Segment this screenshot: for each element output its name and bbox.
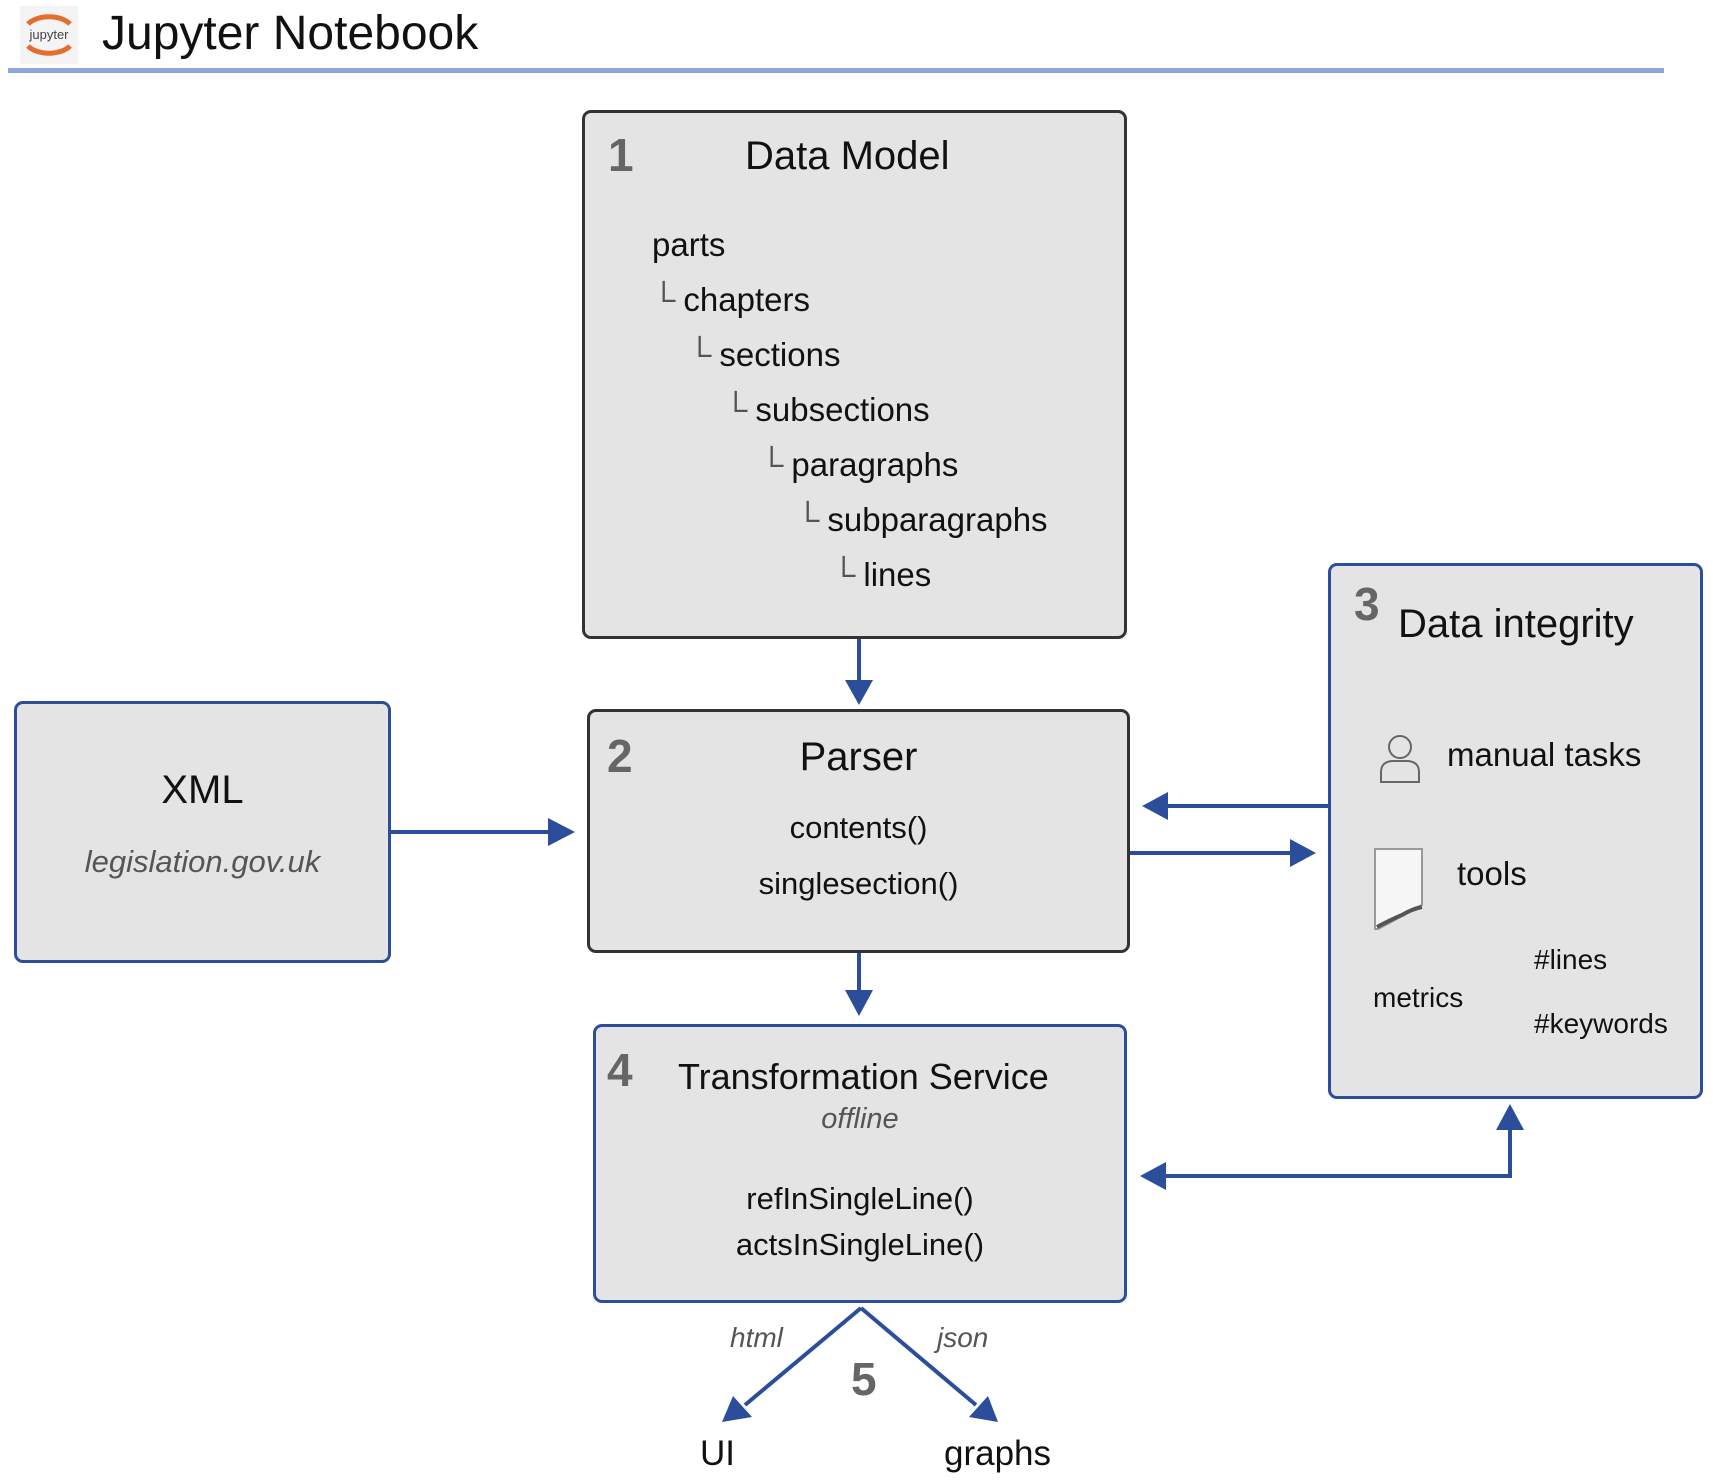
transformation-subtitle: offline (821, 1103, 899, 1135)
arrow-transformation-integrity (1166, 1130, 1512, 1178)
document-icon (1374, 848, 1423, 930)
tree-branch-icon: └ (760, 446, 784, 483)
metrics-label: metrics (1373, 982, 1464, 1013)
step-number-3: 3 (1354, 578, 1380, 630)
hierarchy-item: └lines (832, 556, 931, 594)
transformation-service-box (593, 1024, 1127, 1303)
transformation-method: actsInSingleLine() (735, 1227, 985, 1262)
user-icon (1380, 735, 1420, 783)
ui-output-label: UI (700, 1434, 735, 1473)
header-divider (8, 68, 1664, 73)
app-title: Jupyter Notebook (102, 7, 479, 60)
step-number-4: 4 (607, 1044, 633, 1096)
parser-box (587, 709, 1130, 953)
hierarchy-label: parts (652, 226, 726, 263)
arrow-head (548, 818, 575, 846)
manual-tasks-label: manual tasks (1447, 736, 1642, 773)
tree-branch-icon: └ (724, 391, 748, 428)
html-format-label: html (730, 1322, 783, 1353)
logo-text: jupyter (28, 27, 69, 42)
tree-branch-icon: └ (688, 336, 712, 373)
tree-branch-icon: └ (652, 281, 676, 318)
tree-branch-icon: └ (832, 556, 856, 593)
graphs-output-label: graphs (944, 1434, 1052, 1473)
hierarchy-label: lines (863, 556, 932, 593)
tree-branch-icon: └ (796, 501, 820, 538)
data-model-box (582, 110, 1127, 639)
xml-box (14, 701, 391, 963)
parser-method: contents() (789, 810, 928, 845)
arrow-head (1496, 1104, 1524, 1130)
metric-keywords: #keywords (1534, 1008, 1668, 1039)
hierarchy-label: paragraphs (791, 446, 959, 483)
hierarchy-item: └subparagraphs (796, 501, 1048, 539)
hierarchy-label: sections (719, 336, 841, 373)
arrow-head (969, 1396, 998, 1422)
arrow-head (1140, 1162, 1166, 1190)
step-number-5: 5 (851, 1353, 877, 1405)
parser-title: Parser (799, 735, 918, 779)
metric-lines: #lines (1534, 944, 1608, 975)
hierarchy-label: subsections (755, 391, 930, 428)
transformation-title: Transformation Service (678, 1056, 1049, 1097)
hierarchy-label: chapters (683, 281, 810, 318)
json-format-label: json (937, 1322, 989, 1353)
arrow-head (845, 680, 873, 705)
data-integrity-box (1328, 563, 1703, 1099)
notebook-header: jupyter Jupyter Notebook (8, 0, 1664, 78)
hierarchy-item: └subsections (724, 391, 930, 429)
hierarchy-item: └paragraphs (760, 446, 958, 484)
hierarchy-item: └chapters (652, 281, 810, 319)
step-number-1: 1 (608, 129, 634, 181)
arrow-head (845, 990, 873, 1016)
arrow-head (1142, 792, 1168, 820)
xml-title: XML (161, 768, 244, 812)
hierarchy-item: └sections (688, 336, 840, 374)
parser-method: singlesection() (758, 866, 959, 901)
jupyter-logo-icon: jupyter (20, 6, 78, 64)
data-model-title: Data Model (745, 134, 950, 178)
step-number-2: 2 (607, 730, 633, 782)
hierarchy-label: subparagraphs (827, 501, 1048, 538)
arrow-head (1290, 839, 1316, 867)
xml-source: legislation.gov.uk (84, 844, 321, 879)
tools-label: tools (1457, 855, 1527, 892)
hierarchy-item: parts (652, 226, 725, 264)
arrow-head (722, 1396, 752, 1422)
transformation-method: refInSingleLine() (746, 1181, 974, 1216)
data-integrity-title: Data integrity (1398, 602, 1634, 646)
